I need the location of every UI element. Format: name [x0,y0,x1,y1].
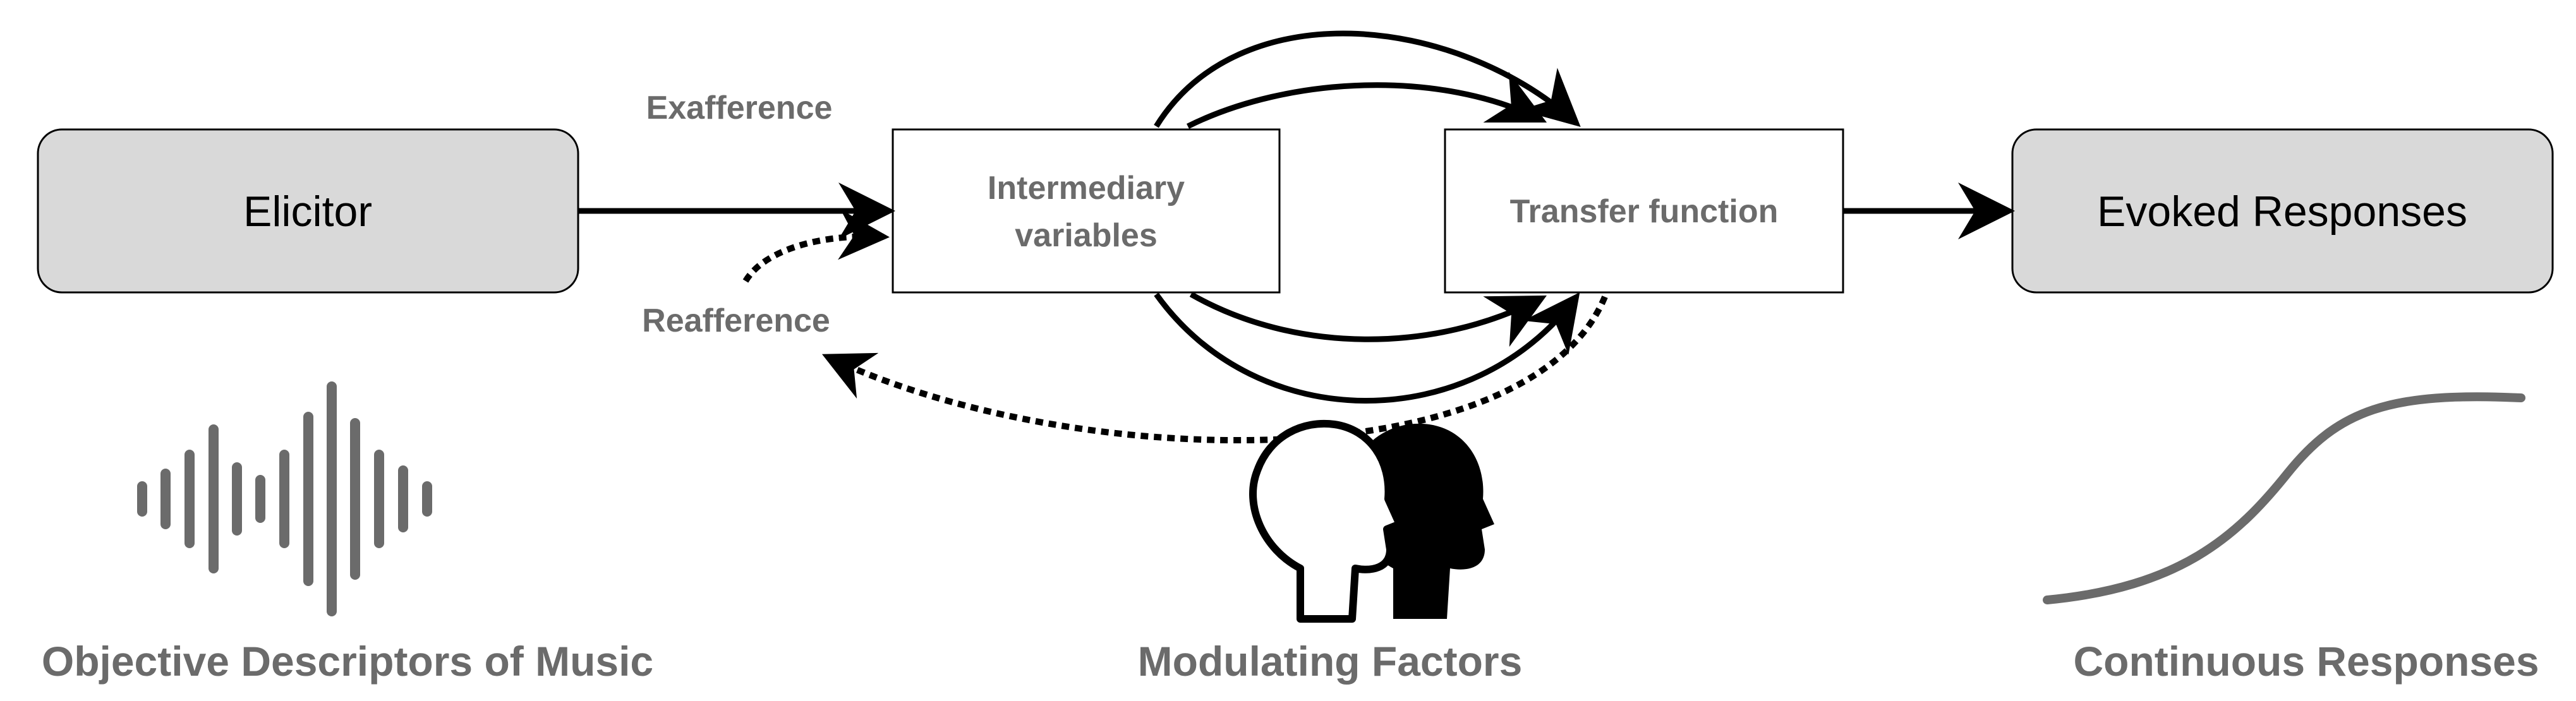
transfer-function-node: Transfer function [1444,128,1844,294]
reafference-label: Reafference [642,303,830,339]
reafference-arrow-short [742,209,890,283]
arrow-upper-inner [1186,71,1547,129]
evoked-responses-label: Evoked Responses [2097,188,2467,236]
elicitor-label: Elicitor [243,188,372,236]
intermediary-label-line2: variables [1015,217,1158,254]
intermediary-variables-node: Intermediary variables [892,128,1281,294]
arrow-lower-inner [1189,292,1547,347]
intermediary-label-line1: Intermediary [988,170,1185,207]
elicitor-node: Elicitor [37,128,579,294]
caption-objective-descriptors: Objective Descriptors of Music [42,638,653,685]
arrow-lower-outer [1154,292,1580,404]
transfer-function-label: Transfer function [1510,193,1779,230]
caption-modulating-factors: Modulating Factors [1138,638,1523,685]
two-heads-profile-icon [1249,419,1494,623]
sigmoid-curve-icon [2043,392,2525,604]
exafference-label: Exafference [646,90,833,126]
caption-continuous-responses: Continuous Responses [2073,638,2539,685]
evoked-responses-node: Evoked Responses [2011,128,2554,294]
audio-waveform-icon [137,381,432,616]
